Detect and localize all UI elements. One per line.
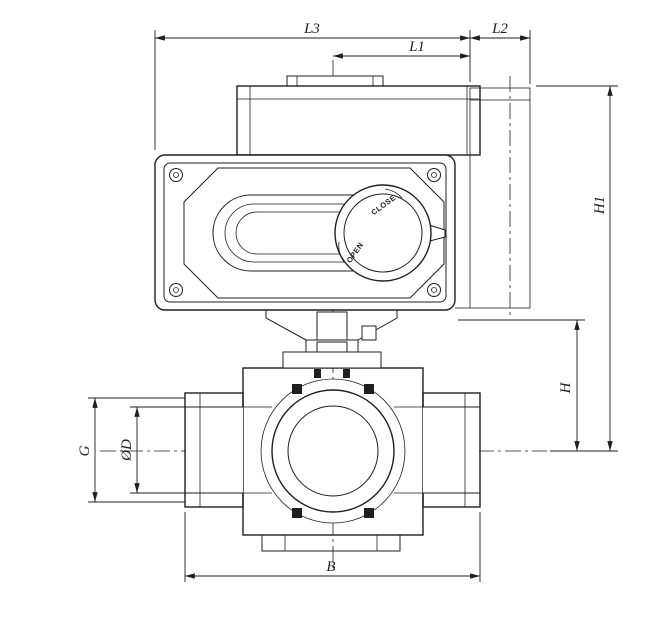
dim-label-l1: L1 — [408, 39, 425, 55]
corner-screw — [169, 168, 183, 182]
dimension-H1: H1 — [536, 85, 618, 452]
seat-seal — [292, 508, 302, 518]
stem-seal — [343, 369, 350, 378]
dimension-OD: ØD — [119, 406, 185, 494]
dial-inner-circle — [343, 193, 423, 273]
stem — [316, 311, 348, 343]
corner-screw — [427, 168, 441, 182]
actuator-dial: OPEN CLOSE — [334, 184, 446, 282]
dimension-H: H — [458, 319, 585, 451]
dim-label-l3: L3 — [303, 21, 320, 37]
valve-body — [184, 341, 481, 552]
cover-contour — [183, 167, 445, 299]
dimension-L1: L1 — [333, 39, 470, 59]
dimension-G: G — [77, 397, 185, 503]
seat-seal — [364, 384, 374, 394]
dimension-B: B — [184, 512, 481, 582]
actuator-top-plate — [236, 75, 481, 156]
side-cover-phantom — [455, 87, 531, 309]
dim-label-h1: H1 — [592, 196, 608, 215]
seat-seal — [364, 508, 374, 518]
left-port — [184, 392, 244, 508]
top-strip — [286, 75, 384, 87]
dim-label-g: G — [77, 445, 93, 456]
dimension-L2: L2 — [470, 21, 531, 84]
ball-bore — [287, 405, 379, 497]
dim-label-b: B — [326, 559, 335, 575]
side-cover-outline — [469, 87, 531, 309]
corner-screw — [169, 283, 183, 297]
stem-seal — [314, 369, 321, 378]
actuator-inner-outline — [163, 162, 447, 303]
ball — [271, 389, 395, 513]
bottom-port — [261, 534, 401, 552]
seat-seal — [292, 384, 302, 394]
corner-screw — [427, 283, 441, 297]
dial-arc-open — [338, 241, 345, 263]
top-block — [236, 85, 481, 156]
stem-base — [316, 341, 348, 353]
dial-arc-close — [384, 188, 403, 199]
top-flange — [282, 351, 382, 369]
bracket-bolt — [361, 325, 377, 341]
mounting-bracket — [265, 310, 398, 355]
dim-label-od: ØD — [119, 439, 135, 462]
dim-label-l2: L2 — [491, 21, 508, 37]
dim-label-h: H — [558, 381, 574, 394]
right-port — [422, 392, 481, 508]
